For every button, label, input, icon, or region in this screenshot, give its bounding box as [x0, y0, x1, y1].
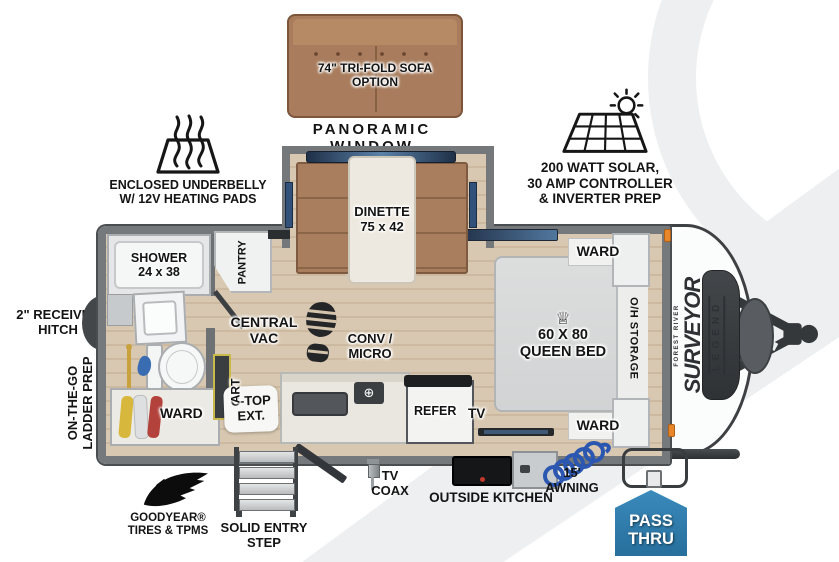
- coax-barrel: [368, 464, 380, 478]
- front-ward-top-label: WARD: [576, 243, 620, 259]
- bath-wall-lower: [206, 328, 215, 440]
- outside-kitchen-label: OUTSIDE KITCHEN: [429, 490, 553, 505]
- backsplash: [282, 374, 408, 382]
- goodyear-label: GOODYEAR® TIRES & TPMS: [127, 512, 209, 538]
- marker-light-bottom: [668, 424, 675, 437]
- tri-fold-sofa: 74" TRI-FOLD SOFA OPTION: [287, 14, 463, 118]
- shower-pan: [114, 241, 204, 289]
- front-cabinet-top: [612, 233, 650, 287]
- underbelly-label: ENCLOSED UNDERBELLY W/ 12V HEATING PADS: [109, 178, 267, 207]
- towel-bar: [127, 347, 131, 391]
- receiver-hitch-label: 2" RECEIVER HITCH: [16, 307, 100, 337]
- awning-label: 15' AWNING: [545, 465, 599, 495]
- step-rail-left: [234, 447, 239, 511]
- pass-thru-badge: PASS THRU: [615, 490, 687, 556]
- exterior-branding: FOREST RIVER SURVEYOR LEGEND: [640, 262, 760, 408]
- toilet-seat: [166, 350, 198, 384]
- propane-cover: [736, 298, 774, 374]
- dinette-bench-left: [296, 162, 350, 274]
- sofa-backrest: [293, 19, 457, 45]
- slide-window-right: [469, 182, 477, 228]
- bath-counter: [107, 294, 133, 326]
- goodyear-wingfoot-icon: [143, 472, 208, 507]
- step-rail-right: [293, 447, 298, 511]
- tv-coax-jack: [367, 459, 380, 491]
- sofa-option-label: 74" TRI-FOLD SOFA OPTION: [317, 61, 433, 89]
- dinette-bench-right: [414, 162, 468, 274]
- sink-drain-icon: ⊕: [363, 385, 375, 400]
- tv-label: TV: [468, 406, 486, 421]
- outside-kitchen-panel: [452, 456, 512, 486]
- slide-window-left: [285, 182, 293, 228]
- crown-icon: ♕: [555, 309, 571, 328]
- brand-model: LEGEND: [708, 296, 726, 374]
- dinette-table: DINETTE 75 x 42: [348, 156, 416, 284]
- hanging-clothes-yellow: [118, 395, 134, 439]
- entry-step-label: SOLID ENTRY STEP: [220, 520, 308, 550]
- rear-ward-label: WARD: [160, 405, 203, 421]
- heating-pads-icon: [156, 114, 220, 174]
- pantry-label: PANTRY: [236, 239, 249, 284]
- refer-label: REFER: [414, 404, 457, 418]
- bed-label: ♕ 60 X 80 QUEEN BED: [494, 310, 632, 360]
- hose-coil: [543, 441, 611, 487]
- bootprint-icon: [306, 302, 337, 363]
- shower-label: SHOWER 24 x 38: [130, 250, 188, 279]
- step-tread: [239, 451, 295, 463]
- art-label-wrap: ART: [226, 366, 246, 416]
- art-label: ART: [228, 378, 243, 404]
- step-tread: [239, 467, 295, 479]
- front-cap-window: [702, 270, 740, 400]
- range-vent: [268, 230, 290, 239]
- step-foot: [290, 511, 296, 517]
- pass-thru-latch: [646, 470, 662, 488]
- bath-sink: [132, 290, 188, 346]
- conv-micro-label: CONV / MICRO: [347, 331, 393, 361]
- coax-pin: [371, 477, 374, 490]
- refrigerator-top: [404, 375, 472, 387]
- solar-label: 200 WATT SOLAR, 30 AMP CONTROLLER & INVE…: [527, 160, 673, 207]
- kitchen-sink: ⊕: [354, 382, 384, 404]
- tv-screen: [484, 430, 548, 434]
- central-vac-label: CENTRAL VAC: [230, 314, 298, 347]
- tv-unit: [478, 428, 554, 436]
- rear-wardrobe: [110, 388, 220, 446]
- towel-bar-knob-top: [126, 344, 132, 350]
- shower: SHOWER 24 x 38: [107, 234, 211, 296]
- entry-step: [234, 447, 298, 517]
- marker-light-top: [664, 229, 671, 242]
- sofa-seam: [375, 46, 377, 112]
- outside-faucet: [520, 465, 530, 473]
- step-foot: [236, 511, 242, 517]
- front-ward-bottom-label: WARD: [576, 417, 620, 433]
- solar-panel-icon: [562, 88, 648, 153]
- cooktop: [292, 392, 348, 416]
- step-tread: [239, 499, 295, 511]
- front-cabinet-bottom: [612, 398, 650, 448]
- dinette-label: DINETTE 75 x 42: [354, 204, 410, 234]
- coax-nut: [367, 459, 379, 464]
- bedroom-window: [462, 229, 558, 241]
- tv-coax-label: TV COAX: [371, 468, 409, 498]
- sink-basin: [142, 300, 178, 336]
- toilet: [158, 342, 206, 392]
- panel-indicator: [480, 477, 485, 482]
- brand-make: SURVEYOR: [680, 277, 706, 393]
- step-tread: [239, 483, 295, 495]
